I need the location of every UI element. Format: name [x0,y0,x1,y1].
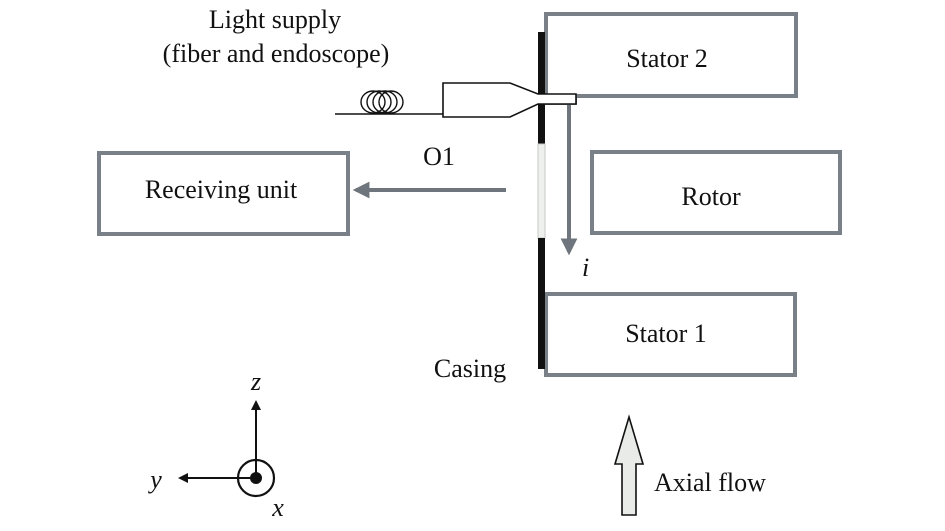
light-supply-label-line1: Light supply [209,5,341,34]
stator-1-label: Stator 1 [625,319,707,348]
rotor-label: Rotor [681,182,741,211]
x-axis-label: x [271,493,284,522]
stator-2-label: Stator 2 [626,44,708,73]
y-axis-label: y [147,465,162,494]
axial-flow-arrow-icon [613,414,645,516]
optical-fiber [335,90,443,115]
axial-flow-label: Axial flow [654,468,766,497]
o1-label: O1 [423,142,455,171]
casing-wall [537,32,546,369]
rotor-box [590,150,842,235]
x-axis-dot [250,472,262,484]
casing-label: Casing [434,354,506,383]
incident-label: i [582,253,589,282]
stator-2-box [544,12,798,98]
light-supply-label-line2: (fiber and endoscope) [163,39,390,68]
fiber-coil-icon [360,90,404,114]
receiving-unit-box [97,151,350,236]
receiving-unit-label: Receiving unit [145,175,298,204]
coordinate-axes: z y x [147,367,284,522]
z-axis-label: z [250,367,261,396]
x-axis-out-of-page-icon [236,458,276,498]
stator-1-box [544,292,797,377]
endoscope-tip [538,93,577,105]
